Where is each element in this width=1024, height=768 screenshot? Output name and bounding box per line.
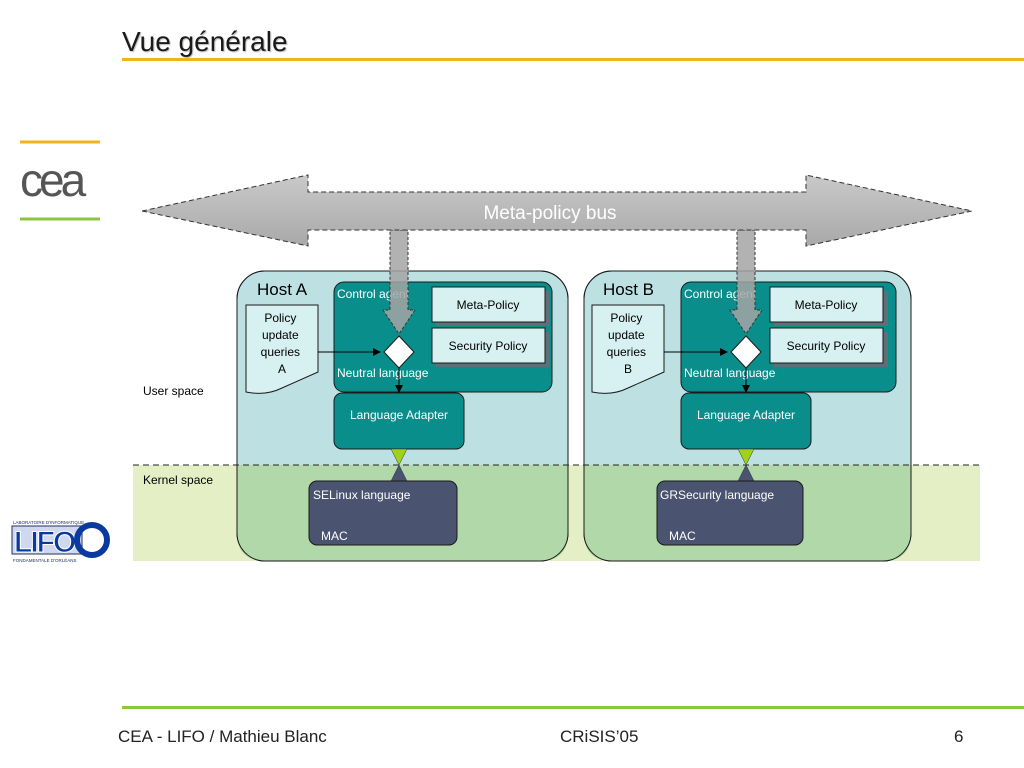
host-b-neutral-diamond — [730, 335, 762, 369]
lifo-logo-text: LIFO — [14, 526, 76, 559]
lifo-logo-panel — [11, 525, 83, 555]
lifo-logo-ring — [74, 522, 110, 558]
host-a-meta-policy-box — [431, 286, 546, 323]
user-space-label: User space — [143, 384, 204, 398]
host-a-queries-line-3: queries — [261, 345, 300, 359]
lifo-logo: LABORATOIRE D'INFORMATIQUE LIFO FONDAMEN… — [11, 520, 110, 563]
host-a-bus-connector — [382, 229, 416, 335]
host-b-language-adapter-label: Language Adapter — [697, 408, 795, 422]
host-a-kernel-box — [308, 480, 458, 546]
kernel-space-label: Kernel space — [143, 473, 213, 487]
host-a-queries-document — [245, 304, 319, 394]
host-a-queries-line-4: A — [278, 362, 286, 376]
host-a-security-policy-box — [431, 327, 546, 364]
page-number: 6 — [954, 727, 964, 746]
host-b-security-policy-box — [769, 327, 884, 364]
host-b-queries-document — [591, 304, 665, 394]
host-b-queries-line-4: B — [624, 362, 632, 376]
host-a-neutral-diamond — [383, 335, 415, 369]
lifo-logo-subtext-bottom: FONDAMENTALE D'ORLÉANS — [13, 557, 77, 563]
cea-logo-text: cea — [20, 154, 87, 206]
host-b-downlink-triangle — [737, 448, 755, 466]
host-b-neutral-language-label: Neutral language — [684, 366, 776, 380]
host-a-queries-line-2: update — [262, 328, 299, 342]
host-b-meta-policy-label: Meta-Policy — [795, 298, 858, 312]
cea-logo: cea — [20, 140, 100, 221]
lifo-logo-subtext-top: LABORATOIRE D'INFORMATIQUE — [13, 520, 84, 525]
host-a-kernel-language-label: SELinux language — [313, 488, 411, 502]
host-b-bus-connector — [729, 229, 763, 335]
host-b-kernel-language-label: GRSecurity language — [660, 488, 774, 502]
host-a-queries-line-1: Policy — [264, 311, 296, 325]
host-b-title: Host B — [603, 280, 654, 299]
host-a-title: Host A — [257, 280, 308, 299]
host-a-meta-policy-label: Meta-Policy — [457, 298, 520, 312]
footer-rule — [122, 706, 1024, 709]
host-a-language-adapter-label: Language Adapter — [350, 408, 448, 422]
host-a-queries-text: Policy update queries A — [261, 311, 304, 376]
host-b-queries-line-3: queries — [607, 345, 646, 359]
host-b-mac-label: MAC — [669, 529, 696, 543]
host-b-security-policy-label: Security Policy — [787, 339, 866, 353]
meta-policy-bus — [141, 174, 973, 247]
host-a-mac-label: MAC — [321, 529, 348, 543]
host-b-queries-line-2: update — [608, 328, 645, 342]
meta-policy-bus-label: Meta-policy bus — [483, 203, 616, 224]
host-b-queries-line-1: Policy — [610, 311, 642, 325]
host-b-meta-policy-box — [769, 286, 884, 323]
footer-author: CEA - LIFO / Mathieu Blanc — [118, 727, 327, 746]
host-a-neutral-language-label: Neutral language — [337, 366, 429, 380]
host-b-kernel-box — [656, 480, 804, 546]
title-underline — [122, 58, 1024, 61]
host-a-security-policy-label: Security Policy — [449, 339, 528, 353]
slide-title: Vue générale — [122, 26, 288, 57]
host-b-queries-text: Policy update queries B — [607, 311, 650, 376]
host-a-downlink-triangle — [390, 448, 408, 466]
footer-conference: CRiSIS’05 — [560, 727, 639, 746]
